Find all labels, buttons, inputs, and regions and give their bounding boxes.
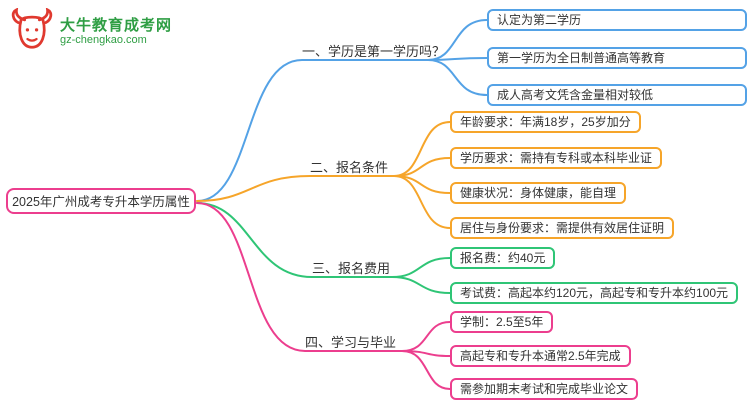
connector-root-branch2 — [196, 175, 395, 202]
connector-branch2-child4 — [393, 175, 451, 229]
connector-branch1-child3 — [427, 59, 488, 96]
child-node: 认定为第二学历 — [487, 9, 747, 31]
connector-branch3-child1 — [391, 257, 451, 278]
child-node: 年龄要求：年满18岁，25岁加分 — [450, 111, 641, 133]
child-node: 成人高考文凭含金量相对较低 — [487, 84, 747, 106]
child-node: 报名费：约40元 — [450, 247, 556, 269]
child-node: 学制：2.5至5年 — [450, 311, 554, 333]
child-node: 健康状况：身体健康，能自理 — [450, 182, 627, 204]
connector-branch3-child2 — [391, 276, 451, 294]
connector-root-branch3 — [196, 202, 393, 278]
child-node: 居住与身份要求：需提供有效居住证明 — [450, 217, 675, 239]
connector-branch4-child3 — [401, 350, 451, 390]
child-node: 第一学历为全日制普通高等教育 — [487, 47, 747, 69]
bull-logo-icon — [10, 7, 54, 55]
connector-branch1-child1 — [427, 19, 488, 61]
branch-label-4: 四、学习与毕业 — [305, 335, 397, 350]
root-node: 2025年广州成考专升本学历属性 — [6, 188, 196, 214]
branch-label-2: 二、报名条件 — [310, 160, 389, 175]
child-node: 考试费：高起本约120元，高起专和专升本约100元 — [450, 282, 739, 304]
connector-branch2-child1 — [393, 121, 451, 177]
connector-root-branch4 — [196, 202, 403, 352]
child-node: 需参加期末考试和完成毕业论文 — [450, 378, 639, 400]
logo-title: 大牛教育成考网 — [60, 16, 173, 34]
connector-root-branch1 — [196, 59, 429, 202]
logo-subtitle: gz-chengkao.com — [60, 33, 147, 46]
connector-branch4-child1 — [401, 321, 451, 352]
child-node: 学历要求：需持有专科或本科毕业证 — [450, 147, 663, 169]
branch-label-1: 一、学历是第一学历吗？ — [302, 44, 446, 59]
site-logo: 大牛教育成考网 gz-chengkao.com — [10, 7, 173, 55]
child-node: 高起专和专升本通常2.5年完成 — [450, 345, 631, 367]
branch-label-3: 三、报名费用 — [312, 261, 391, 276]
